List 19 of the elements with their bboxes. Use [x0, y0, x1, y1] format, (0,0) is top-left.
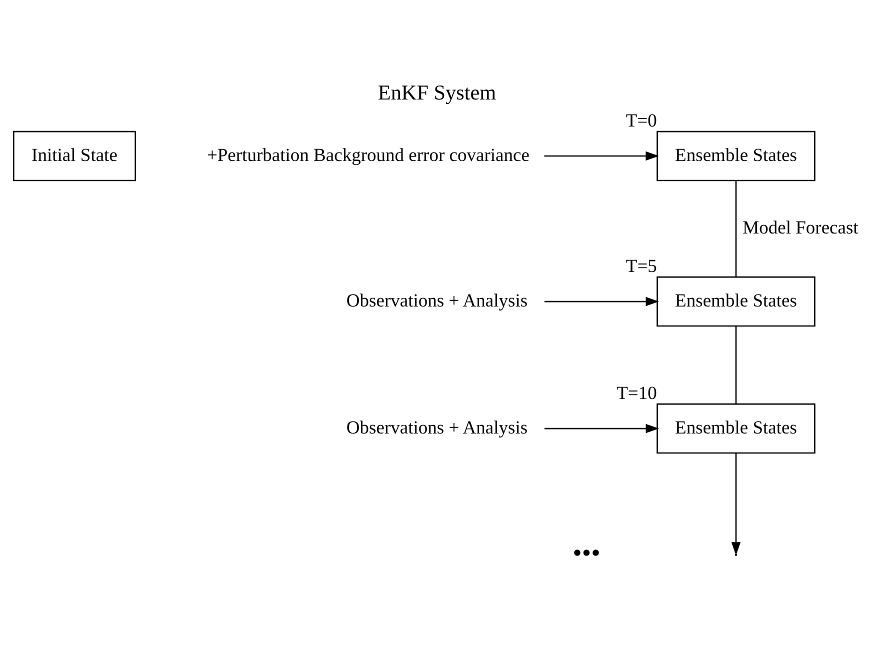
arrow — [544, 296, 660, 306]
label: ••• — [572, 537, 600, 568]
arrow — [544, 423, 660, 433]
node-box: Initial State — [12, 130, 136, 181]
connector — [735, 180, 737, 277]
node-text: Observations + Analysis — [346, 416, 528, 438]
arrow — [544, 150, 659, 160]
node-label: T=0 — [626, 110, 657, 132]
node-text: Observations + Analysis — [346, 290, 528, 311]
node-box: Ensemble States — [656, 130, 816, 181]
node-text: +Perturbation Background error covariance — [206, 144, 530, 166]
diagram-title: EnKF System — [378, 80, 496, 104]
node-label: T=10 — [616, 382, 657, 404]
node-label: T=5 — [626, 256, 657, 277]
connector — [735, 326, 737, 404]
node-box: Ensemble States — [656, 276, 816, 326]
edge-label: Model Forecast — [742, 217, 858, 238]
arrow — [731, 452, 741, 555]
node-box: Ensemble States — [656, 402, 816, 454]
